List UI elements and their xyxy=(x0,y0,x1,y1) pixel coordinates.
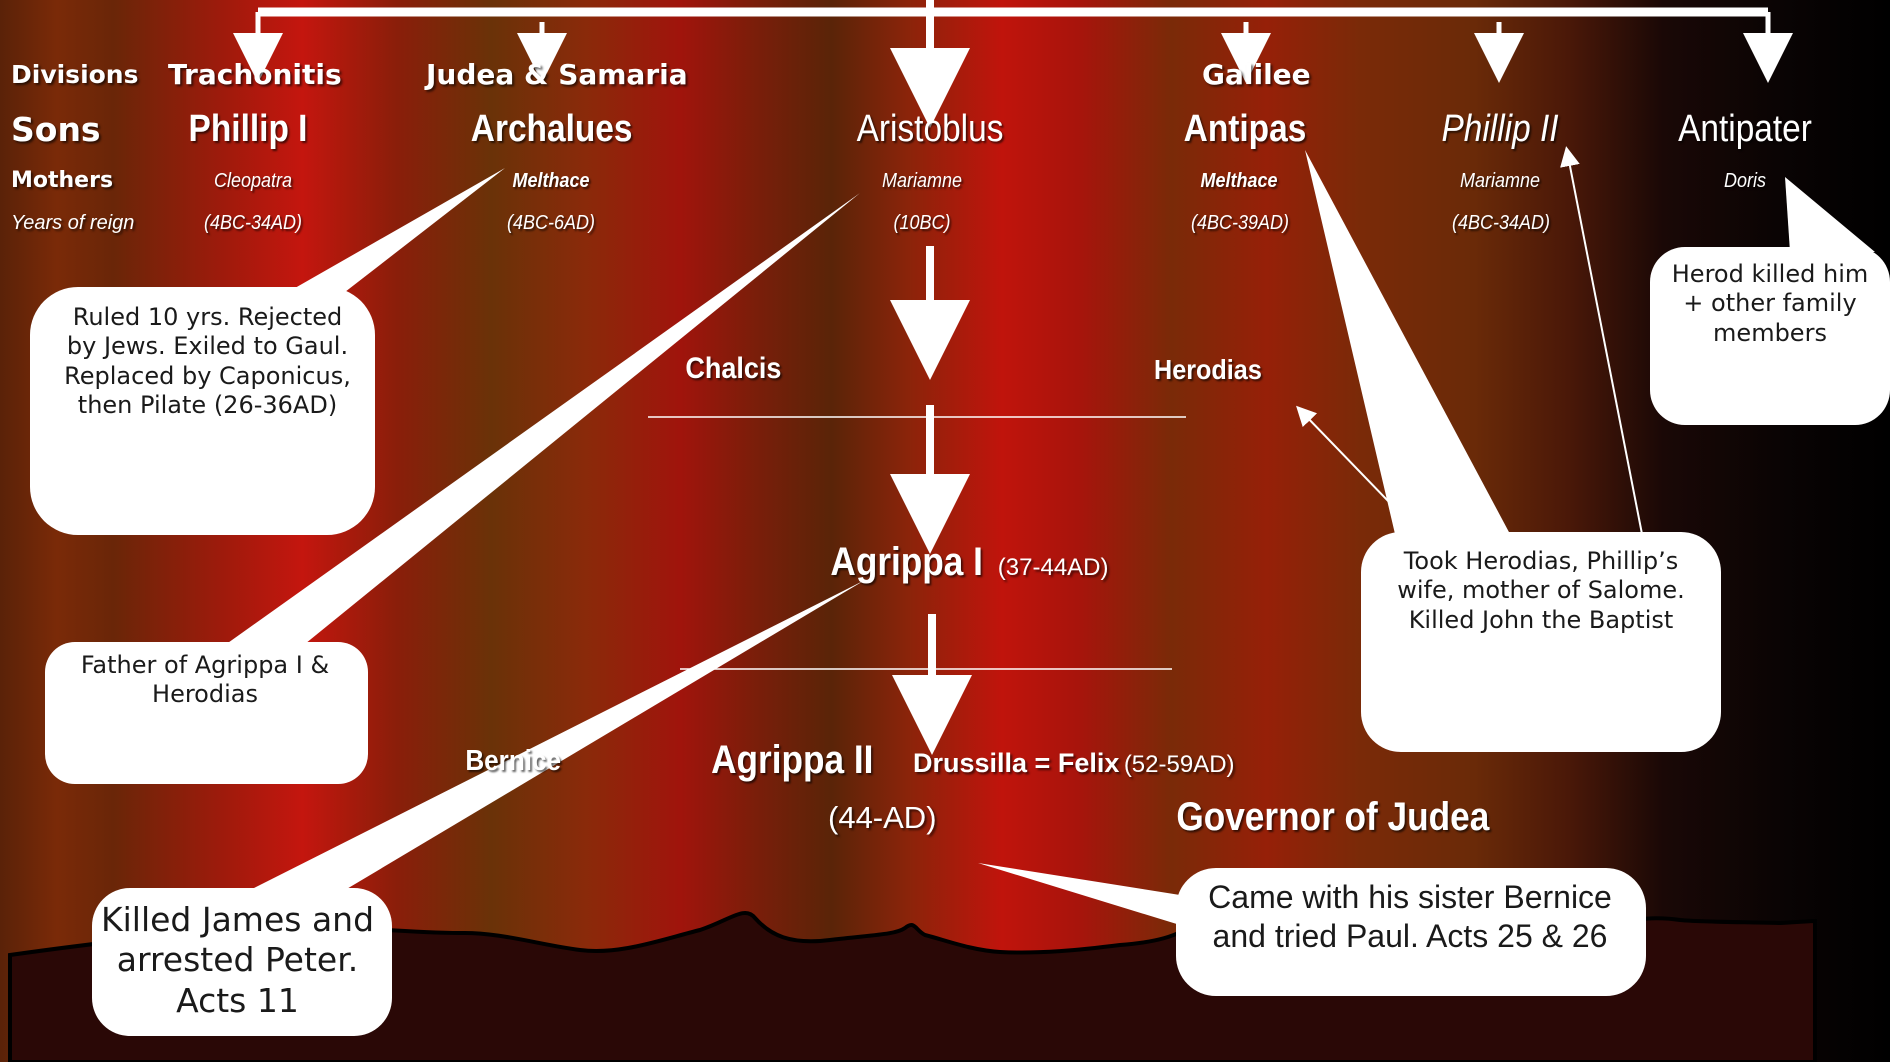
row-label-divisions: Divisions xyxy=(11,60,139,89)
agrippa-1-name: Agrippa I xyxy=(830,540,983,584)
chalcis-label: Chalcis xyxy=(685,352,782,385)
tail-agrippa1 xyxy=(250,580,865,890)
mother-antipas: Melthace xyxy=(1200,170,1278,192)
mother-phillip-2: Mariamne xyxy=(1459,170,1541,192)
mother-antipater: Doris xyxy=(1723,170,1766,192)
years-antipas: (4BC-39AD) xyxy=(1190,212,1290,234)
governor-of-judea-label: Governor of Judea xyxy=(1176,795,1490,839)
herodias-label: Herodias xyxy=(1153,354,1262,385)
callout-box-antipater xyxy=(1650,247,1890,425)
agrippa-1-label: Agrippa I (37-44AD) xyxy=(820,540,1109,585)
callout-box-agrippa1 xyxy=(92,888,392,1036)
son-phillip-1: Phillip I xyxy=(188,108,308,150)
son-antipater: Antipater xyxy=(1678,108,1812,150)
callout-box-aristoblus xyxy=(45,642,368,784)
mother-archalues: Melthace xyxy=(512,170,590,192)
division-judea-samaria: Judea & Samaria xyxy=(426,58,688,91)
mother-aristoblus: Mariamne xyxy=(881,170,963,192)
son-antipas: Antipas xyxy=(1183,108,1307,150)
row-label-sons: Sons xyxy=(11,110,101,149)
drussilla-felix: Drussilla = Felix xyxy=(913,748,1120,778)
agrippa-2-name: Agrippa II xyxy=(711,738,874,782)
years-archalues: (4BC-6AD) xyxy=(506,212,596,234)
son-phillip-2: Phillip II xyxy=(1441,108,1559,150)
agrippa-1-years: (37-44AD) xyxy=(997,554,1109,581)
row-label-mothers: Mothers xyxy=(11,168,114,193)
pointer-to-phillip2 xyxy=(1560,146,1643,535)
drussilla-label: Drussilla = Felix (52-59AD) xyxy=(913,748,1235,779)
tail-aristoblus xyxy=(225,193,860,648)
son-aristoblus: Aristoblus xyxy=(856,108,1004,150)
callout-box-agrippa2 xyxy=(1176,868,1646,996)
callout-antipater: Herod killed him + other family members xyxy=(1671,260,1869,347)
row-label-years: Years of reign xyxy=(11,212,135,234)
callout-antipas: Took Herodias, Phillip’s wife, mother of… xyxy=(1397,547,1685,634)
tail-antipater xyxy=(1785,177,1875,252)
tail-agrippa2 xyxy=(978,863,1180,925)
callout-agrippa-1: Killed James and arrested Peter. Acts 11 xyxy=(100,900,375,1020)
division-trachonitis: Trachonitis xyxy=(168,58,342,91)
mother-phillip-1: Cleopatra xyxy=(213,170,293,192)
callout-box-antipas xyxy=(1361,532,1721,752)
tail-antipas xyxy=(1305,150,1510,534)
callout-box-archalues xyxy=(30,287,375,535)
tail-archalues xyxy=(295,168,505,292)
bernice-label: Bernice xyxy=(465,745,562,777)
years-phillip-2: (4BC-34AD) xyxy=(1451,212,1551,234)
years-aristoblus: (10BC) xyxy=(893,212,951,234)
years-phillip-1: (4BC-34AD) xyxy=(203,212,303,234)
drussilla-years: (52-59AD) xyxy=(1123,751,1235,778)
son-archalues: Archalues xyxy=(470,108,633,150)
callout-agrippa-2: Came with his sister Bernice and tried P… xyxy=(1208,879,1612,955)
division-galilee: Galilee xyxy=(1202,58,1311,91)
callout-aristoblus: Father of Agrippa I & Herodias xyxy=(80,651,330,709)
callout-archalues: Ruled 10 yrs. Rejected by Jews. Exiled t… xyxy=(64,303,351,419)
agrippa-2-years: (44-AD) xyxy=(828,800,937,835)
